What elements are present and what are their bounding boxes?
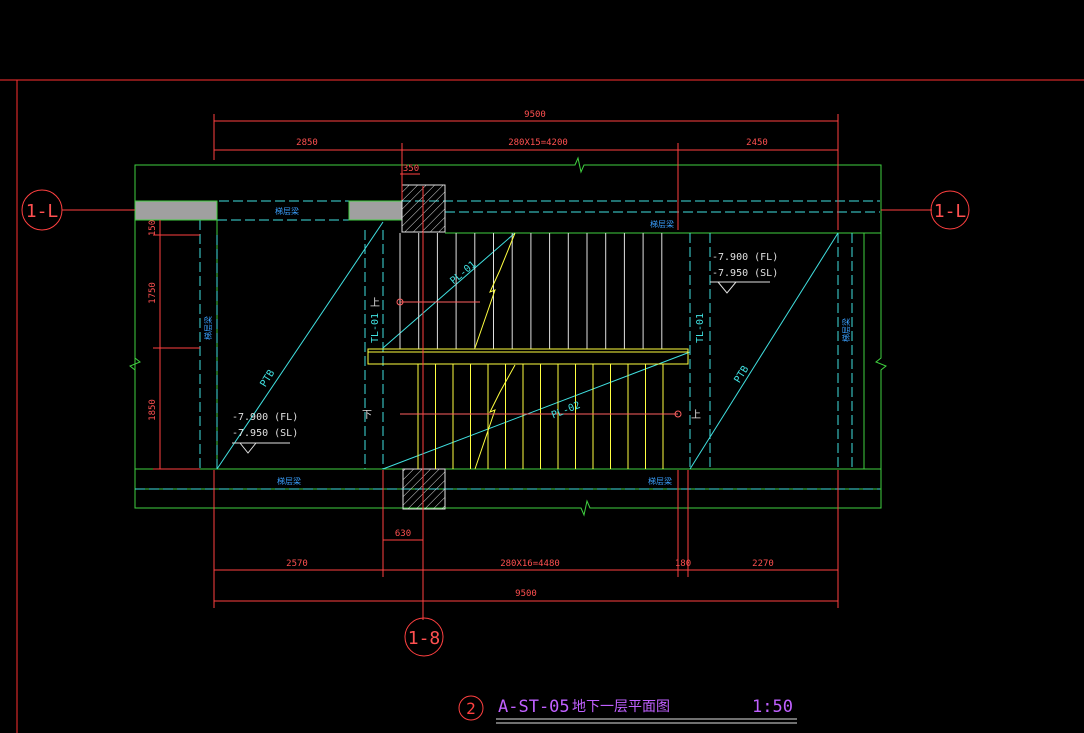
level-markers <box>232 281 770 454</box>
level-right-fl: -7.900 (FL) <box>712 252 778 263</box>
axis-label-bottom: 1-8 <box>408 628 441 649</box>
hatched-column-bottom <box>402 468 446 510</box>
dim-top-seg2: 280X15=4200 <box>508 138 568 148</box>
arrow-label-up-right: 上 <box>691 409 701 421</box>
column-block-mid <box>348 200 403 221</box>
level-right-sl: -7.950 (SL) <box>712 268 778 279</box>
member-tl-right: TL-01 <box>695 313 706 343</box>
dim-top-overall: 9500 <box>524 110 546 120</box>
axis-label-right: 1-L <box>934 201 967 222</box>
dim-top-seg1: 2850 <box>296 138 318 148</box>
stair-yellow <box>367 232 689 470</box>
title-scale: 1:50 <box>752 697 793 717</box>
axis-bubble-left: 1-L <box>21 189 63 231</box>
beam-label-top-mid: 梯层梁 <box>275 206 299 216</box>
arrow-label-up-left: 上 <box>370 297 380 309</box>
axis-bubble-bottom: 1-8 <box>404 617 444 657</box>
beam-label-right-vert: 梯层梁 <box>841 318 851 342</box>
member-ptb-right: PTB <box>732 364 751 385</box>
dim-bottom-seg1: 2570 <box>286 559 308 569</box>
member-ptb-left: PTB <box>258 368 277 389</box>
title-block: 2 A-ST-05 地下一层平面图 1:50 <box>458 695 797 724</box>
title-name: 地下一层平面图 <box>572 699 670 715</box>
axis-label-left: 1-L <box>26 201 59 222</box>
dim-bottom-seg2: 280X16=4480 <box>500 559 560 569</box>
dim-bottom-small: 630 <box>395 529 411 539</box>
level-left-fl: -7.900 (FL) <box>232 412 298 423</box>
dimension-lines <box>62 114 932 620</box>
title-number: 2 <box>466 699 476 718</box>
dim-left-mid: 1750 <box>148 282 158 304</box>
dim-bottom-seg4: 2270 <box>752 559 774 569</box>
dim-top-seg3: 2450 <box>746 138 768 148</box>
level-left-sl: -7.950 (SL) <box>232 428 298 439</box>
beam-label-top-right: 梯层梁 <box>650 219 674 229</box>
beam-label-bottom-left: 梯层梁 <box>277 476 301 486</box>
walk-arrows <box>396 298 682 418</box>
sheet-frame <box>0 79 1084 733</box>
dim-bottom-overall: 9500 <box>515 589 537 599</box>
dim-left-low: 1850 <box>148 399 158 421</box>
column-block-left <box>134 200 218 221</box>
member-tl-left: TL-01 <box>370 313 381 343</box>
title-code: A-ST-05 <box>498 697 570 717</box>
dim-left-top: 150 <box>148 220 158 236</box>
dim-top-small: 350 <box>403 164 419 174</box>
member-pl1: PL-01 <box>448 259 478 287</box>
arrow-label-down-left: 下 <box>362 410 372 421</box>
axis-bubble-right: 1-L <box>930 190 970 230</box>
dim-bottom-seg3: 180 <box>675 559 691 569</box>
beam-label-bottom-right: 梯层梁 <box>648 476 672 486</box>
stair-treads <box>399 233 663 349</box>
beam-label-left-vert: 梯层梁 <box>203 316 213 340</box>
